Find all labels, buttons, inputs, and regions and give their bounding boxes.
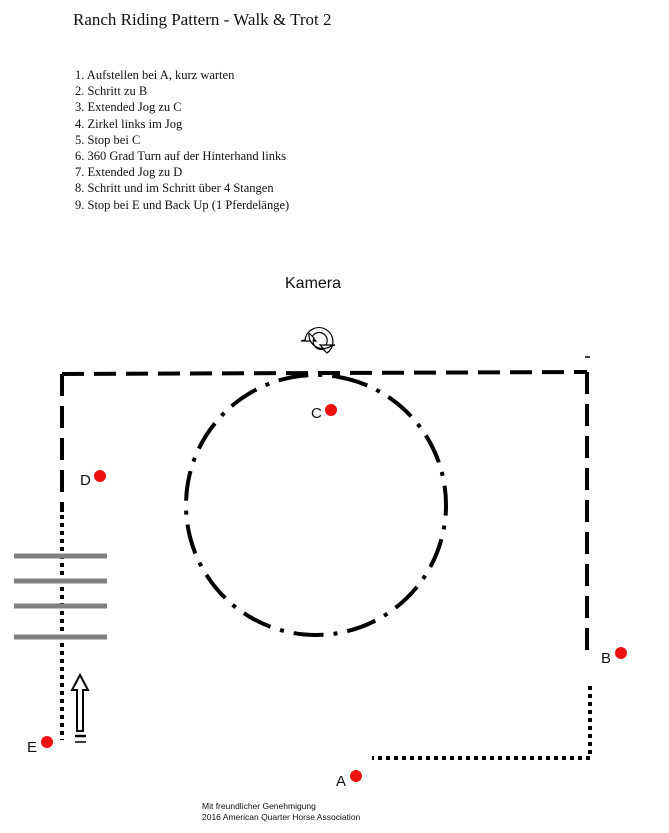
marker-b-label: B	[601, 650, 611, 667]
direction-arrow-icon	[70, 672, 90, 732]
marker-c-dot	[325, 404, 337, 416]
marker-e-label: E	[27, 739, 37, 756]
step-item: 8. Schritt und im Schritt über 4 Stangen	[75, 181, 274, 196]
marker-e-dot	[41, 736, 53, 748]
rotate-icon	[300, 327, 336, 354]
step-item: 5. Stop bei C	[75, 132, 141, 147]
step-item: 2. Schritt zu B	[75, 84, 148, 99]
marker-c-label: C	[311, 405, 322, 422]
pattern-title: Ranch Riding Pattern - Walk & Trot 2	[73, 10, 332, 29]
poles	[14, 553, 107, 640]
top-fence-line	[61, 370, 588, 376]
markers	[41, 404, 627, 782]
step-item: 4. Zirkel links im Jog	[75, 116, 183, 131]
marker-a-label: A	[336, 773, 346, 790]
marker-b-dot	[615, 647, 627, 659]
steps-list: 1. Aufstellen bei A, kurz warten 2. Schr…	[75, 67, 289, 213]
camera-label: Kamera	[285, 275, 342, 292]
marker-a-dot	[350, 770, 362, 782]
credit-line-2: 2016 American Quarter Horse Association	[202, 812, 361, 822]
marker-d-label: D	[80, 472, 91, 489]
credit-line-1: Mit freundlicher Genehmigung	[202, 801, 316, 811]
walk-path-a-to-b	[372, 686, 592, 760]
step-item: 3. Extended Jog zu C	[75, 100, 182, 115]
step-item: 1. Aufstellen bei A, kurz warten	[75, 68, 235, 82]
step-item: 6. 360 Grad Turn auf der Hinterhand link…	[75, 149, 287, 164]
credit: Mit freundlicher Genehmigung 2016 Americ…	[202, 801, 360, 823]
marker-d-dot	[94, 470, 106, 482]
jog-circle	[184, 372, 448, 637]
step-item: 9. Stop bei E und Back Up (1 Pferdelänge…	[75, 197, 290, 212]
step-item: 7. Extended Jog zu D	[75, 165, 183, 180]
arena-boundary	[60, 356, 592, 760]
